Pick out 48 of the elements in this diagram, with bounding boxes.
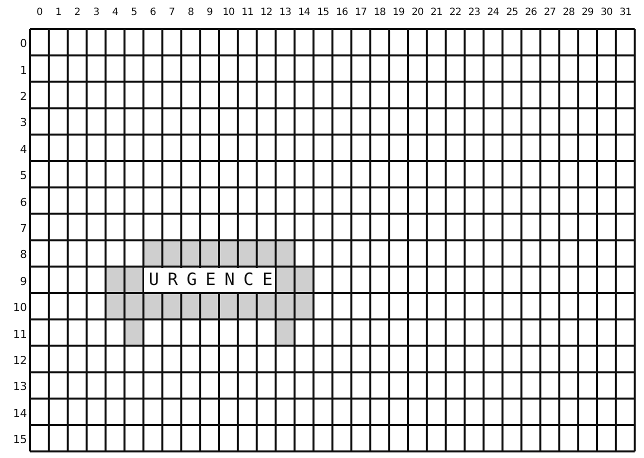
column-number: 14 bbox=[297, 8, 311, 18]
column-number: 16 bbox=[334, 8, 349, 18]
column-number: 4 bbox=[111, 8, 119, 18]
column-number: 9 bbox=[206, 8, 214, 18]
column-number: 15 bbox=[316, 8, 330, 18]
column-number: 11 bbox=[240, 8, 254, 18]
row-number: 13 bbox=[12, 381, 27, 392]
column-number: 6 bbox=[148, 8, 157, 18]
row-number: 11 bbox=[12, 328, 27, 340]
row-number: 0 bbox=[19, 38, 27, 50]
row-number: 10 bbox=[12, 302, 27, 314]
column-number: 25 bbox=[505, 8, 519, 18]
row-number: 8 bbox=[19, 249, 27, 260]
column-number: 29 bbox=[580, 8, 594, 18]
column-number: 22 bbox=[448, 8, 462, 18]
column-number: 12 bbox=[259, 8, 274, 18]
column-number: 13 bbox=[278, 8, 292, 18]
column-number: 2 bbox=[73, 8, 82, 18]
column-number: 23 bbox=[467, 8, 481, 18]
column-number: 20 bbox=[410, 8, 424, 18]
column-number: 28 bbox=[562, 8, 576, 18]
column-number: 26 bbox=[524, 8, 538, 18]
row-number: 7 bbox=[19, 223, 27, 234]
column-number: 21 bbox=[429, 8, 444, 18]
column-number: 3 bbox=[92, 8, 100, 18]
column-number: 10 bbox=[222, 8, 236, 18]
row-number: 2 bbox=[19, 91, 27, 102]
column-number: 19 bbox=[392, 8, 406, 18]
column-number: 30 bbox=[600, 8, 614, 18]
column-number: 0 bbox=[36, 8, 44, 18]
column-number: 18 bbox=[372, 8, 386, 18]
row-number: 3 bbox=[19, 117, 27, 128]
row-number: 1 bbox=[19, 64, 27, 76]
column-number: 27 bbox=[542, 8, 557, 18]
column-number: 1 bbox=[54, 8, 62, 18]
row-number: 9 bbox=[19, 276, 27, 287]
row-number: 6 bbox=[19, 196, 27, 208]
column-number: 17 bbox=[354, 8, 368, 18]
column-number: 5 bbox=[130, 8, 138, 18]
column-number: 24 bbox=[486, 8, 500, 18]
column-number: 7 bbox=[168, 8, 176, 18]
row-number: 5 bbox=[19, 170, 27, 182]
column-number: 8 bbox=[186, 8, 195, 18]
row-number: 12 bbox=[12, 355, 27, 366]
row-number: 14 bbox=[12, 408, 27, 419]
column-number: 31 bbox=[618, 8, 632, 18]
row-number: 15 bbox=[12, 434, 27, 446]
row-number: 4 bbox=[19, 144, 27, 155]
